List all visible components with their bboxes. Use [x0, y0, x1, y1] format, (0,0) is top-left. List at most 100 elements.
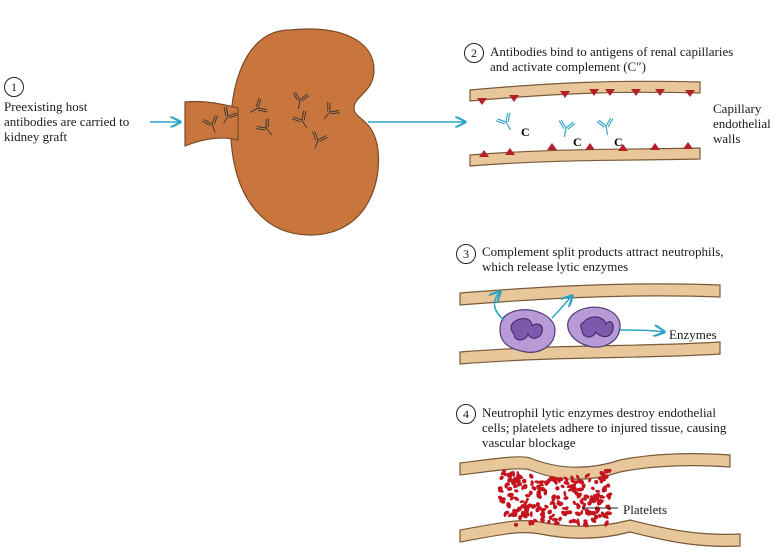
platelet-icon: [604, 520, 609, 527]
platelet-icon: [574, 511, 581, 517]
bound-antibody-icon: [495, 112, 512, 131]
platelet-icon: [583, 519, 588, 524]
step-3-number: 3: [456, 244, 476, 264]
platelet-icon: [507, 486, 513, 491]
platelet-icon: [528, 473, 534, 479]
antigen-icon: [650, 143, 660, 150]
platelet-icon: [530, 481, 534, 487]
platelet-icon: [576, 474, 580, 480]
platelet-icon: [499, 475, 504, 480]
antigen-icon: [655, 89, 665, 96]
platelet-icon: [503, 511, 507, 518]
platelet-icon: [555, 520, 560, 525]
platelet-icon: [585, 510, 590, 515]
platelet-icon: [507, 512, 515, 518]
bound-antibody-icon: [596, 117, 614, 135]
enzyme-arrow: [551, 296, 572, 319]
platelet-icon: [603, 474, 609, 480]
platelet-icon: [579, 499, 584, 505]
step-4-line: cells; platelets adhere to injured tissu…: [482, 420, 727, 435]
platelet-icon: [529, 511, 533, 518]
platelet-icon: [531, 486, 537, 491]
capillary-walls-line: walls: [713, 131, 741, 146]
platelet-icon: [549, 500, 555, 506]
platelet-icon: [524, 493, 531, 498]
platelet-icon: [518, 515, 523, 521]
step-4-number: 4: [456, 404, 476, 424]
platelet-icon: [576, 518, 580, 525]
platelet-icon: [606, 483, 611, 488]
platelet-icon: [506, 472, 513, 478]
antibody-icon: [255, 118, 273, 136]
platelet-icon: [536, 484, 541, 489]
platelet-icon: [572, 500, 577, 506]
kidney-antibodies: [202, 91, 341, 149]
platelet-icon: [540, 516, 545, 523]
step-2-number: 2: [464, 43, 484, 63]
platelet-icon: [583, 494, 590, 499]
platelet-icon: [570, 475, 574, 480]
platelet-icon: [555, 486, 560, 491]
platelet-cluster: [497, 468, 613, 528]
platelet-icon: [576, 487, 584, 492]
step-1-line: kidney graft: [4, 129, 68, 144]
platelet-icon: [570, 483, 577, 490]
platelet-icon: [523, 509, 530, 514]
platelet-icon: [547, 519, 551, 525]
platelet-icon: [577, 478, 584, 484]
platelet-icon: [595, 489, 601, 493]
platelet-icon: [605, 504, 610, 508]
platelet-icon: [568, 519, 573, 524]
antigen-icon: [509, 95, 519, 102]
step-4-line: vascular blockage: [482, 435, 576, 450]
platelet-icon: [555, 495, 561, 500]
platelet-icon: [564, 510, 571, 515]
neutrophil: [499, 309, 556, 353]
platelet-icon: [598, 494, 606, 499]
platelet-icon: [519, 505, 523, 510]
platelet-icon: [580, 510, 584, 515]
platelet-icon: [584, 473, 591, 478]
platelet-icon: [564, 506, 569, 511]
platelet-icon: [516, 475, 524, 479]
complement-label: C: [614, 135, 623, 149]
step-2-line: and activate complement (C″): [490, 59, 646, 74]
platelet-icon: [534, 480, 541, 484]
platelets-label: Platelets: [623, 502, 668, 517]
platelet-icon: [563, 476, 569, 482]
step-3-line: Complement split products attract neutro…: [482, 244, 724, 259]
platelet-icon: [582, 502, 587, 508]
platelet-icon: [563, 490, 567, 497]
step-1-number: 1: [4, 77, 24, 97]
platelet-icon: [591, 499, 597, 503]
platelet-icon: [521, 478, 527, 484]
neutrophil: [567, 306, 621, 348]
platelet-icon: [551, 517, 558, 522]
platelet-icon: [513, 496, 520, 501]
platelet-icon: [519, 500, 525, 503]
antigen-icon: [547, 143, 557, 150]
complement-label: C: [573, 135, 582, 149]
antigen-markers: [477, 89, 695, 157]
capillary-walls-line: Capillary: [713, 101, 762, 116]
platelet-icon: [581, 497, 587, 501]
step-4-line: Neutrophil lytic enzymes destroy endothe…: [482, 405, 716, 420]
antigen-icon: [683, 142, 693, 149]
antigen-icon: [477, 98, 487, 105]
bound-antibodies: [495, 112, 614, 137]
platelet-icon: [592, 494, 598, 499]
platelet-icon: [544, 480, 549, 486]
platelet-icon: [535, 502, 541, 508]
platelet-icon: [560, 484, 565, 489]
platelet-icon: [536, 493, 542, 499]
platelet-icon: [603, 469, 609, 474]
antibody-icon: [323, 102, 341, 120]
platelet-icon: [528, 520, 532, 526]
platelet-icon: [550, 476, 556, 481]
platelet-icon: [590, 517, 597, 523]
platelet-icon: [601, 478, 606, 482]
antigen-icon: [560, 91, 570, 98]
platelet-icon: [551, 513, 555, 518]
antigen-icon: [605, 89, 615, 96]
